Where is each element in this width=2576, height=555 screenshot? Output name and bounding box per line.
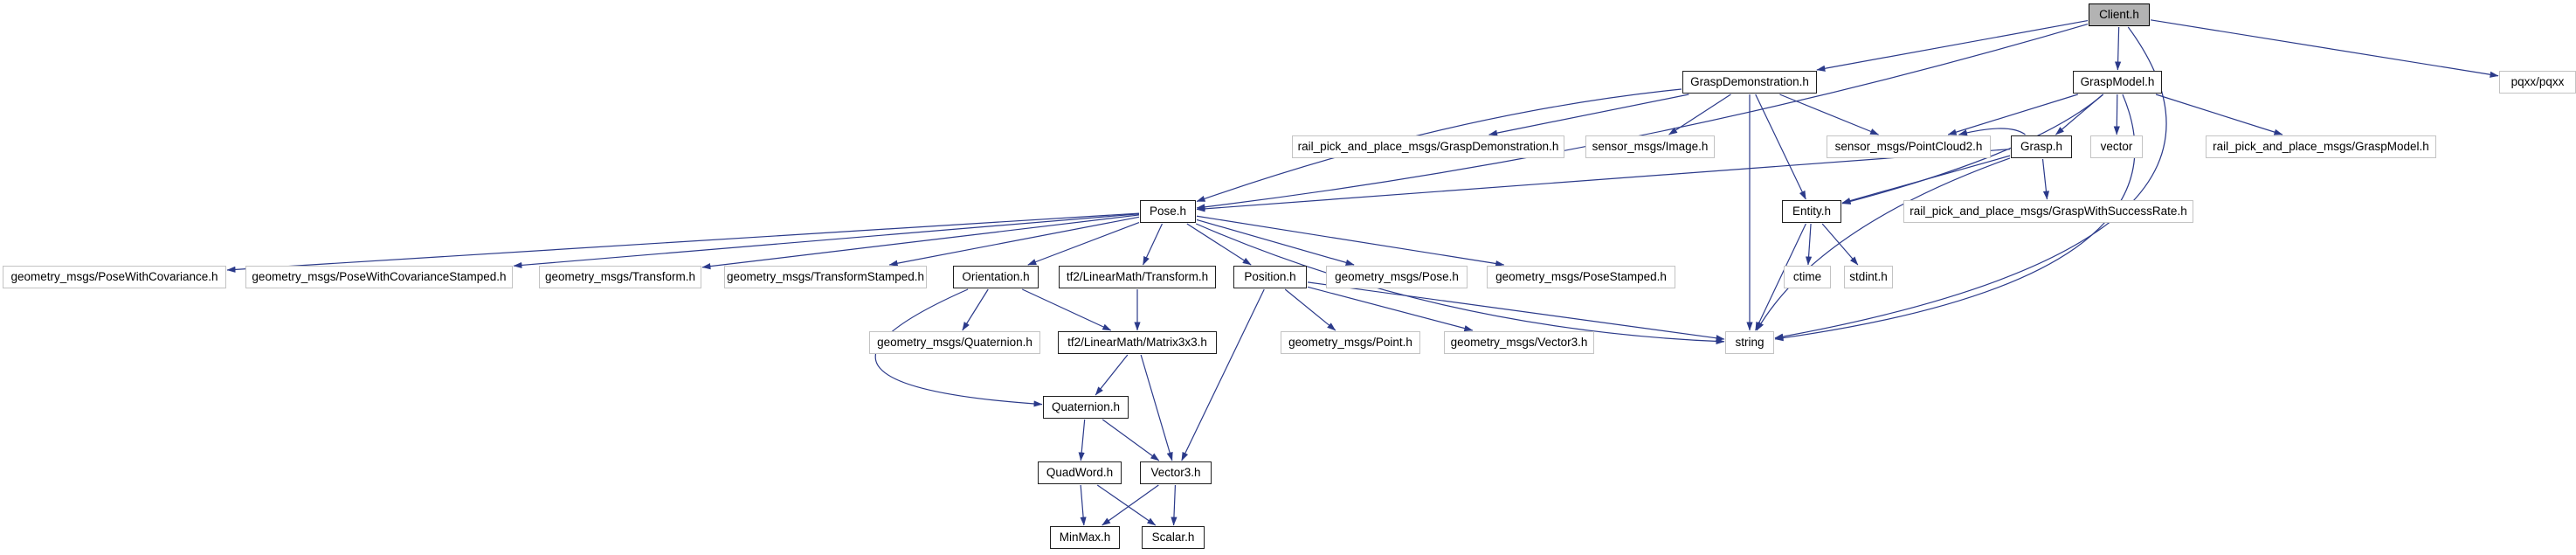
edge-graspModel-entity [1841, 94, 2104, 205]
edge-client-graspDemonstration [1816, 19, 2089, 72]
node-Position.h[interactable]: Position.h [1233, 266, 1307, 288]
node-MinMax.h[interactable]: MinMax.h [1050, 526, 1120, 549]
node-rail-pick-and-place-msgs-GraspModel.h: rail_pick_and_place_msgs/GraspModel.h [2206, 135, 2436, 158]
edge-orientation-tf2Quaternion [874, 288, 1043, 407]
node-rail-pick-and-place-msgs-GraspDemonstration.h: rail_pick_and_place_msgs/GraspDemonstrat… [1292, 135, 1564, 158]
edge-pose-position [1186, 223, 1252, 266]
node-GraspDemonstration.h[interactable]: GraspDemonstration.h [1682, 71, 1817, 94]
edge-tf2QuadWord-tf2MinMax [1080, 484, 1087, 526]
node-pqxx-pqxx: pqxx/pqxx [2499, 71, 2576, 94]
edge-pose-pwcMsg [226, 212, 1140, 273]
edge-tf2Vector3-tf2MinMax [1102, 484, 1159, 526]
edge-client-pose [1196, 23, 2089, 211]
node-geometry-msgs-PoseWithCovariance.h: geometry_msgs/PoseWithCovariance.h [3, 266, 226, 288]
node-geometry-msgs-Pose.h: geometry_msgs/Pose.h [1326, 266, 1468, 288]
edge-tf2Matrix-tf2Quaternion [1095, 354, 1129, 396]
node-stdint.h: stdint.h [1844, 266, 1893, 288]
edge-pose-tf2Transform [1142, 223, 1164, 266]
edge-pose-poseMsg [1196, 219, 1355, 266]
edge-graspDemonstration-railGdMsg [1488, 94, 1689, 136]
node-Client.h[interactable]: Client.h [2089, 3, 2150, 26]
edge-client-graspModel [2115, 26, 2122, 71]
edge-graspDemonstration-pc2Msg [1779, 94, 1880, 135]
edge-pose-pwcsMsg [513, 213, 1140, 269]
edge-pose-poseStampedMsg [1196, 215, 1505, 267]
edge-entity-stdint [1821, 223, 1859, 266]
edge-tf2QuadWord-tf2Scalar [1096, 484, 1157, 526]
edge-graspDemonstration-entity [1755, 94, 1806, 200]
edge-graspModel-railGmMsg [2155, 94, 2283, 135]
edge-position-vec3Msg [1307, 286, 1474, 332]
node-geometry-msgs-PoseWithCovarianceStamped.h: geometry_msgs/PoseWithCovarianceStamped.… [245, 266, 513, 288]
node-Entity.h[interactable]: Entity.h [1782, 200, 1841, 223]
edge-pose-tfsMsg [888, 216, 1140, 267]
edge-grasp-railGwsrMsg [2041, 158, 2050, 200]
node-Scalar.h[interactable]: Scalar.h [1142, 526, 1205, 549]
node-rail-pick-and-place-msgs-GraspWithSuccessRate.h: rail_pick_and_place_msgs/GraspWithSucces… [1903, 200, 2193, 223]
node-sensor-msgs-PointCloud2.h: sensor_msgs/PointCloud2.h [1827, 135, 1991, 158]
edge-position-string [1307, 281, 1725, 342]
edge-entity-ctime [1805, 223, 1813, 266]
node-vector: vector [2090, 135, 2143, 158]
edge-graspDemonstration-pose [1196, 88, 1682, 203]
node-tf2-LinearMath-Transform.h[interactable]: tf2/LinearMath/Transform.h [1059, 266, 1216, 288]
edge-grasp-pose [1196, 149, 2011, 212]
node-tf2-LinearMath-Matrix3x3.h[interactable]: tf2/LinearMath/Matrix3x3.h [1058, 331, 1217, 354]
edge-entity-string [1755, 223, 1806, 331]
node-QuadWord.h[interactable]: QuadWord.h [1038, 461, 1122, 484]
node-Pose.h[interactable]: Pose.h [1140, 200, 1196, 223]
edge-position-tf2Vector3 [1181, 288, 1265, 461]
node-Vector3.h[interactable]: Vector3.h [1140, 461, 1212, 484]
edge-orientation-quatMsg [962, 288, 989, 331]
node-ctime: ctime [1784, 266, 1831, 288]
edge-grasp-pc2Msg [1958, 128, 2026, 136]
node-GraspModel.h[interactable]: GraspModel.h [2073, 71, 2162, 94]
edge-tf2Matrix-tf2Vector3 [1140, 354, 1173, 461]
node-Quaternion.h[interactable]: Quaternion.h [1043, 396, 1129, 419]
edge-pose-string [1195, 223, 1725, 345]
node-geometry-msgs-Vector3.h: geometry_msgs/Vector3.h [1444, 331, 1594, 354]
edge-tf2Vector3-tf2Scalar [1171, 484, 1178, 526]
node-Grasp.h[interactable]: Grasp.h [2011, 135, 2072, 158]
node-geometry-msgs-Transform.h: geometry_msgs/Transform.h [539, 266, 701, 288]
node-Orientation.h[interactable]: Orientation.h [953, 266, 1039, 288]
edge-graspModel-pc2Msg [1947, 94, 2078, 135]
node-geometry-msgs-Quaternion.h: geometry_msgs/Quaternion.h [869, 331, 1040, 354]
edge-tf2Quaternion-tf2QuadWord [1078, 419, 1086, 461]
edge-orientation-tf2Matrix [1021, 288, 1112, 331]
edge-grasp-entity [1841, 155, 2011, 205]
edge-graspDemonstration-imageMsg [1668, 94, 1731, 135]
node-geometry-msgs-TransformStamped.h: geometry_msgs/TransformStamped.h [724, 266, 927, 288]
edge-position-pointMsg [1284, 288, 1336, 331]
edge-pose-orientation [1027, 222, 1140, 266]
node-sensor-msgs-Image.h: sensor_msgs/Image.h [1585, 135, 1715, 158]
edge-client-pqxx [2150, 19, 2499, 78]
node-string: string [1725, 331, 1774, 354]
edge-grasp-string [1756, 157, 2011, 331]
edge-pose-tfMsg [701, 214, 1140, 270]
node-geometry-msgs-PoseStamped.h: geometry_msgs/PoseStamped.h [1487, 266, 1675, 288]
node-geometry-msgs-Point.h: geometry_msgs/Point.h [1281, 331, 1420, 354]
edge-tf2Quaternion-tf2Vector3 [1102, 419, 1160, 461]
